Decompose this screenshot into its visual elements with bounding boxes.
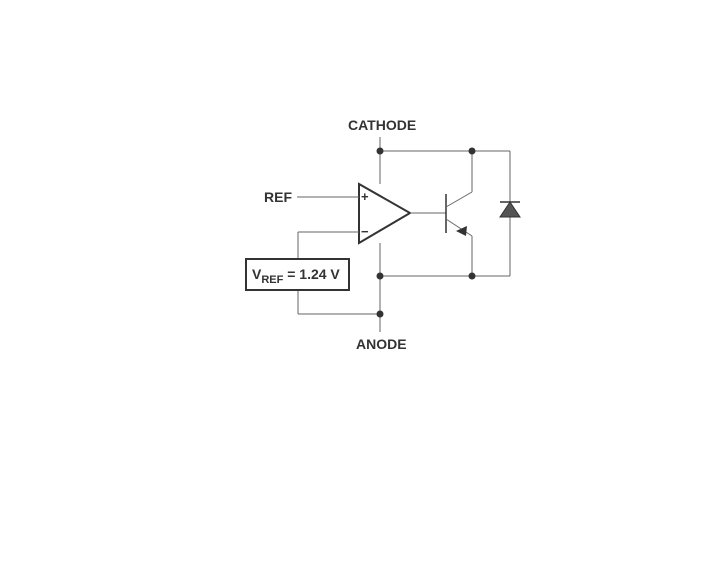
emitter-arrow bbox=[456, 226, 467, 236]
transistor-emitter bbox=[445, 218, 473, 237]
diode-triangle bbox=[499, 201, 521, 218]
transistor-collector bbox=[445, 191, 473, 208]
vref-value: = 1.24 V bbox=[283, 266, 340, 282]
junction-dot-emitter bbox=[468, 272, 476, 280]
vref-text: VREF = 1.24 V bbox=[252, 266, 340, 286]
junction-dot-opamp-anode bbox=[376, 272, 384, 280]
vref-box bbox=[245, 258, 350, 291]
ref-label: REF bbox=[264, 189, 292, 205]
opamp-minus-sign: − bbox=[361, 224, 369, 239]
vref-subscript: REF bbox=[261, 274, 283, 286]
junction-dot-cathode bbox=[376, 147, 384, 155]
cathode-label: CATHODE bbox=[348, 117, 416, 133]
vref-symbol: V bbox=[252, 266, 262, 282]
opamp-plus-sign: + bbox=[361, 189, 369, 204]
anode-label: ANODE bbox=[356, 336, 407, 352]
junction-dot-collector bbox=[468, 147, 476, 155]
opamp-triangle bbox=[358, 182, 412, 245]
junction-dot-anode bbox=[376, 310, 384, 318]
